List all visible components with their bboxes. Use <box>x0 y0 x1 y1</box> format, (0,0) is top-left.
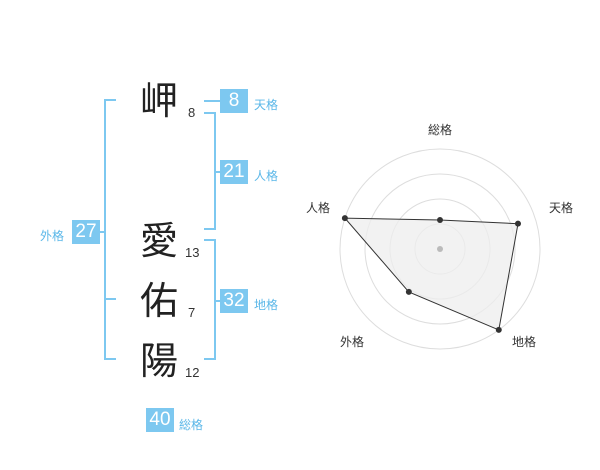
chikaku-value: 32 <box>220 289 248 313</box>
gaikaku-connector <box>98 231 106 233</box>
axis-label-gaikaku: 外格 <box>340 334 364 349</box>
radar-point-4 <box>405 288 412 295</box>
gaikaku-bracket-mid <box>104 298 116 300</box>
axis-label-jinkaku: 人格 <box>306 200 330 215</box>
radar-center-dot <box>437 246 443 252</box>
axis-label-tenkaku: 天格 <box>549 200 573 215</box>
radar-point-2 <box>514 220 521 227</box>
soukaku-label: 総格 <box>179 418 204 432</box>
axis-label-soukaku: 総格 <box>428 122 452 137</box>
radar-area <box>343 217 519 331</box>
radar-ring <box>364 173 516 325</box>
jinkaku-connector <box>214 171 220 173</box>
gaikaku-bracket-top <box>104 99 116 101</box>
name-char-4: 陽 <box>139 339 178 383</box>
jinkaku-bracket-bottom <box>204 228 216 230</box>
stroke-count-2: 13 <box>185 245 200 260</box>
name-char-2: 愛 <box>139 219 178 263</box>
soukaku-value: 40 <box>146 408 174 432</box>
tenkaku-value: 8 <box>220 89 248 113</box>
gaikaku-bracket-vertical <box>104 99 106 360</box>
radar-point-1 <box>437 217 443 223</box>
tenkaku-label: 天格 <box>254 98 279 112</box>
jinkaku-label: 人格 <box>254 169 279 183</box>
gaikaku-label: 外格 <box>40 229 65 243</box>
radar-rings <box>339 148 541 350</box>
chikaku-bracket-top <box>204 239 216 241</box>
chikaku-bracket-vertical <box>214 239 216 360</box>
tenkaku-connector <box>204 100 220 102</box>
stroke-count-3: 7 <box>188 305 196 320</box>
stroke-count-1: 8 <box>188 105 196 120</box>
radar-ring <box>389 198 491 300</box>
gaikaku-value: 27 <box>72 220 100 244</box>
axis-label-chikaku: 地格 <box>512 334 536 349</box>
chikaku-connector <box>214 300 220 302</box>
name-char-3: 佑 <box>139 279 178 323</box>
chikaku-bracket-bottom <box>204 358 216 360</box>
radar-ring <box>414 223 466 275</box>
radar-point-3 <box>495 326 502 333</box>
radar-point-5 <box>341 215 348 222</box>
stroke-count-4: 12 <box>185 365 200 380</box>
radar-ring <box>339 148 541 350</box>
name-char-1: 岬 <box>139 79 178 123</box>
jinkaku-value: 21 <box>220 160 248 184</box>
jinkaku-bracket-top <box>204 112 216 114</box>
gaikaku-bracket-bottom <box>104 358 116 360</box>
chikaku-label: 地格 <box>254 298 279 312</box>
